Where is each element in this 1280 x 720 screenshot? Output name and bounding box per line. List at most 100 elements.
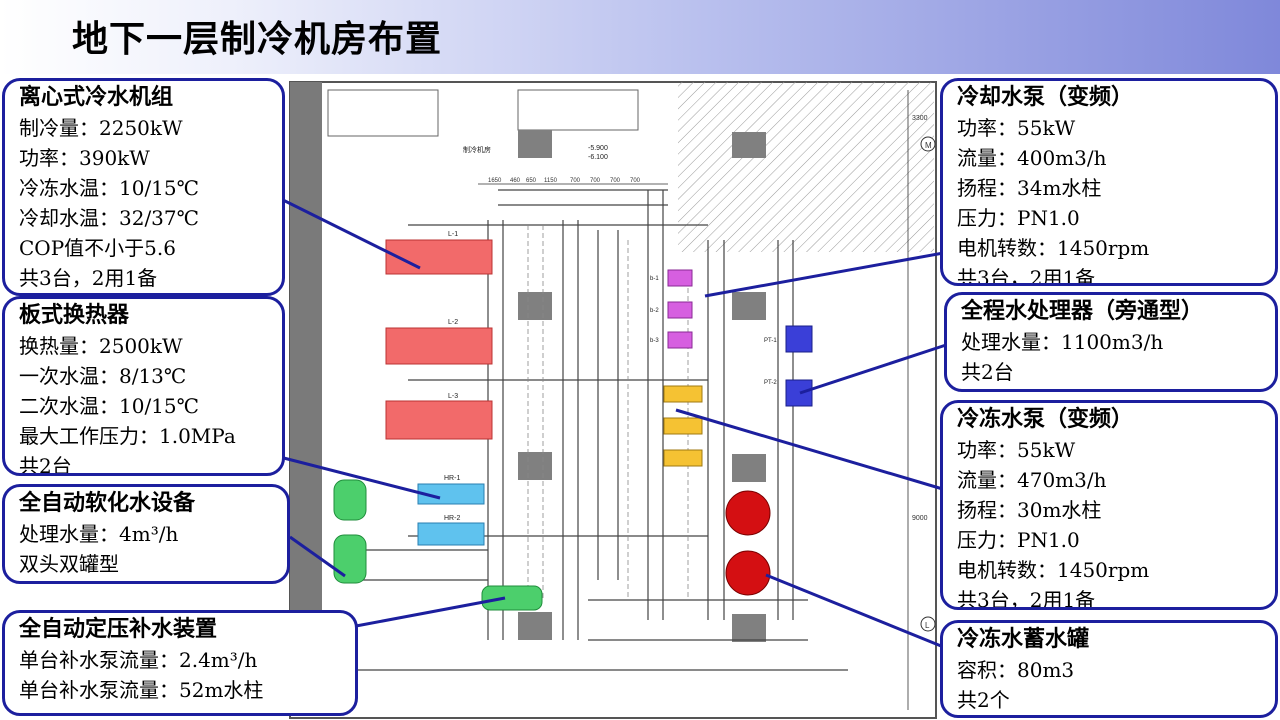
left-wall xyxy=(290,82,322,642)
cooling-pump-callout: 冷却水泵（变频） 功率：55kW 流量：400m3/h 扬程：34m水柱 压力：… xyxy=(940,78,1278,286)
water-treatment-callout: 全程水处理器（旁通型） 处理水量：1100m3/h 共2台 xyxy=(944,292,1278,392)
spec-line: 功率：55kW xyxy=(957,116,1076,140)
pressure-unit-callout: 全自动定压补水装置 单台补水泵流量：2.4m³/h 单台补水泵流量：52m水柱 xyxy=(2,610,358,716)
room-label: 制冷机房 xyxy=(463,145,491,154)
column xyxy=(518,612,552,640)
storage-tank-callout: 冷冻水蓄水罐 容积：80m3 共2个 xyxy=(940,620,1278,718)
equipment-tag: L-3 xyxy=(448,393,458,400)
spec-line: 功率：390kW xyxy=(19,146,150,170)
softener-callout: 全自动软化水设备 处理水量：4m³/h 双头双罐型 xyxy=(2,484,290,584)
chilled-pump xyxy=(663,417,703,435)
spec-line: 处理水量：4m³/h xyxy=(19,522,179,546)
elevation-label: -5.900 xyxy=(588,145,608,152)
spec-line: 流量：470m3/h xyxy=(957,468,1107,492)
column xyxy=(732,454,766,482)
spec-line: 双头双罐型 xyxy=(19,552,119,576)
equipment-tag: b-2 xyxy=(650,308,659,314)
callout-title: 冷冻水蓄水罐 xyxy=(957,627,1090,652)
spec-line: 换热量：2500kW xyxy=(19,334,183,358)
spec-line: 共3台，2用1备 xyxy=(19,266,158,290)
spec-line: 扬程：30m水柱 xyxy=(957,498,1102,522)
spec-line: 单台补水泵流量：2.4m³/h xyxy=(19,648,258,672)
spec-line: 扬程：34m水柱 xyxy=(957,176,1102,200)
dim-label: 1650 xyxy=(488,178,502,184)
equipment-tag: L-2 xyxy=(448,319,458,326)
equipment-tag: L-1 xyxy=(448,231,458,238)
spec-line: 共2个 xyxy=(957,688,1010,712)
dim-label: 700 xyxy=(610,178,621,184)
column xyxy=(732,132,766,158)
dim-label: 1150 xyxy=(544,178,558,184)
spec-line: 冷却水温：32/37℃ xyxy=(19,206,200,230)
heat-exchanger xyxy=(417,483,485,505)
column xyxy=(732,292,766,320)
equipment-tag: PT-2 xyxy=(764,380,777,386)
water-treatment-unit xyxy=(785,325,813,353)
spec-line: COP值不小于5.6 xyxy=(19,236,176,260)
pipe-network xyxy=(348,189,848,671)
page-title: 地下一层制冷机房布置 xyxy=(72,19,443,60)
equipment-tag: b-3 xyxy=(650,338,659,344)
dashed-pipes xyxy=(527,225,689,600)
callout-title: 全程水处理器（旁通型） xyxy=(961,299,1204,324)
equipment-tag: PT-1 xyxy=(764,338,777,344)
spec-line: 流量：400m3/h xyxy=(957,146,1107,170)
spec-line: 二次水温：10/15℃ xyxy=(19,394,200,418)
hatched-room xyxy=(678,82,934,252)
spec-line: 电机转数：1450rpm xyxy=(957,558,1150,582)
dim-label: 700 xyxy=(590,178,601,184)
spec-line: 压力：PN1.0 xyxy=(957,528,1080,552)
cooling-pump xyxy=(667,331,693,349)
spec-line: 一次水温：8/13℃ xyxy=(19,364,187,388)
spec-line: 压力：PN1.0 xyxy=(957,206,1080,230)
spec-line: 共3台，2用1备 xyxy=(957,588,1096,610)
grid-marker xyxy=(920,136,936,152)
callout-title: 全自动定压补水装置 xyxy=(19,617,218,642)
grid-mark-label: M xyxy=(925,141,932,150)
room-top xyxy=(517,89,639,131)
chiller-unit xyxy=(385,327,493,365)
softener-tank xyxy=(333,479,367,521)
cooling-pump xyxy=(667,301,693,319)
chiller-unit xyxy=(385,400,493,440)
dim-label: 3300 xyxy=(912,115,928,122)
title-bar: 地下一层制冷机房布置 xyxy=(0,0,1280,74)
grid-mark-label: L xyxy=(925,621,930,630)
dim-label: 650 xyxy=(526,178,537,184)
spec-line: 容积：80m3 xyxy=(957,658,1075,682)
chiller-unit xyxy=(385,239,493,275)
equipment-tag: b-1 xyxy=(650,276,659,282)
spec-line: 共3台，2用1备 xyxy=(957,266,1096,286)
chiller-callout: 离心式冷水机组 制冷量：2250kW 功率：390kW 冷冻水温：10/15℃ … xyxy=(2,78,285,296)
dim-label: 700 xyxy=(570,178,581,184)
spec-line: 制冷量：2250kW xyxy=(19,116,183,140)
spec-line: 功率：55kW xyxy=(957,438,1076,462)
chilled-pump xyxy=(663,449,703,467)
heat-exchanger xyxy=(417,522,485,546)
spec-line: 共2台 xyxy=(961,360,1014,384)
spec-line: 冷冻水温：10/15℃ xyxy=(19,176,200,200)
floor-plan: 1650 460 650 1150 700 700 700 700 制冷机房 -… xyxy=(289,81,937,719)
equipment-tag: HR-1 xyxy=(444,475,460,482)
dim-label: 9000 xyxy=(912,515,928,522)
callout-title: 板式换热器 xyxy=(19,303,130,328)
elevation-label: -6.100 xyxy=(588,154,608,161)
softener-tank xyxy=(333,534,367,584)
callout-title: 全自动软化水设备 xyxy=(19,491,196,516)
chilled-pump xyxy=(663,385,703,403)
callout-title: 离心式冷水机组 xyxy=(19,85,174,110)
equipment-tag: HR-2 xyxy=(444,515,460,522)
chilled-pump-callout: 冷冻水泵（变频） 功率：55kW 流量：470m3/h 扬程：30m水柱 压力：… xyxy=(940,400,1278,610)
spec-line: 单台补水泵流量：52m水柱 xyxy=(19,678,264,702)
pressure-unit xyxy=(481,585,543,611)
spec-line: 电机转数：1450rpm xyxy=(957,236,1150,260)
spec-line: 处理水量：1100m3/h xyxy=(961,330,1164,354)
storage-tank xyxy=(725,550,771,596)
column xyxy=(732,614,766,642)
column xyxy=(518,292,552,320)
dim-label: 700 xyxy=(630,178,641,184)
column xyxy=(518,130,552,158)
office-room xyxy=(327,89,439,137)
cooling-pump xyxy=(667,269,693,287)
spec-line: 最大工作压力：1.0MPa xyxy=(19,424,236,448)
